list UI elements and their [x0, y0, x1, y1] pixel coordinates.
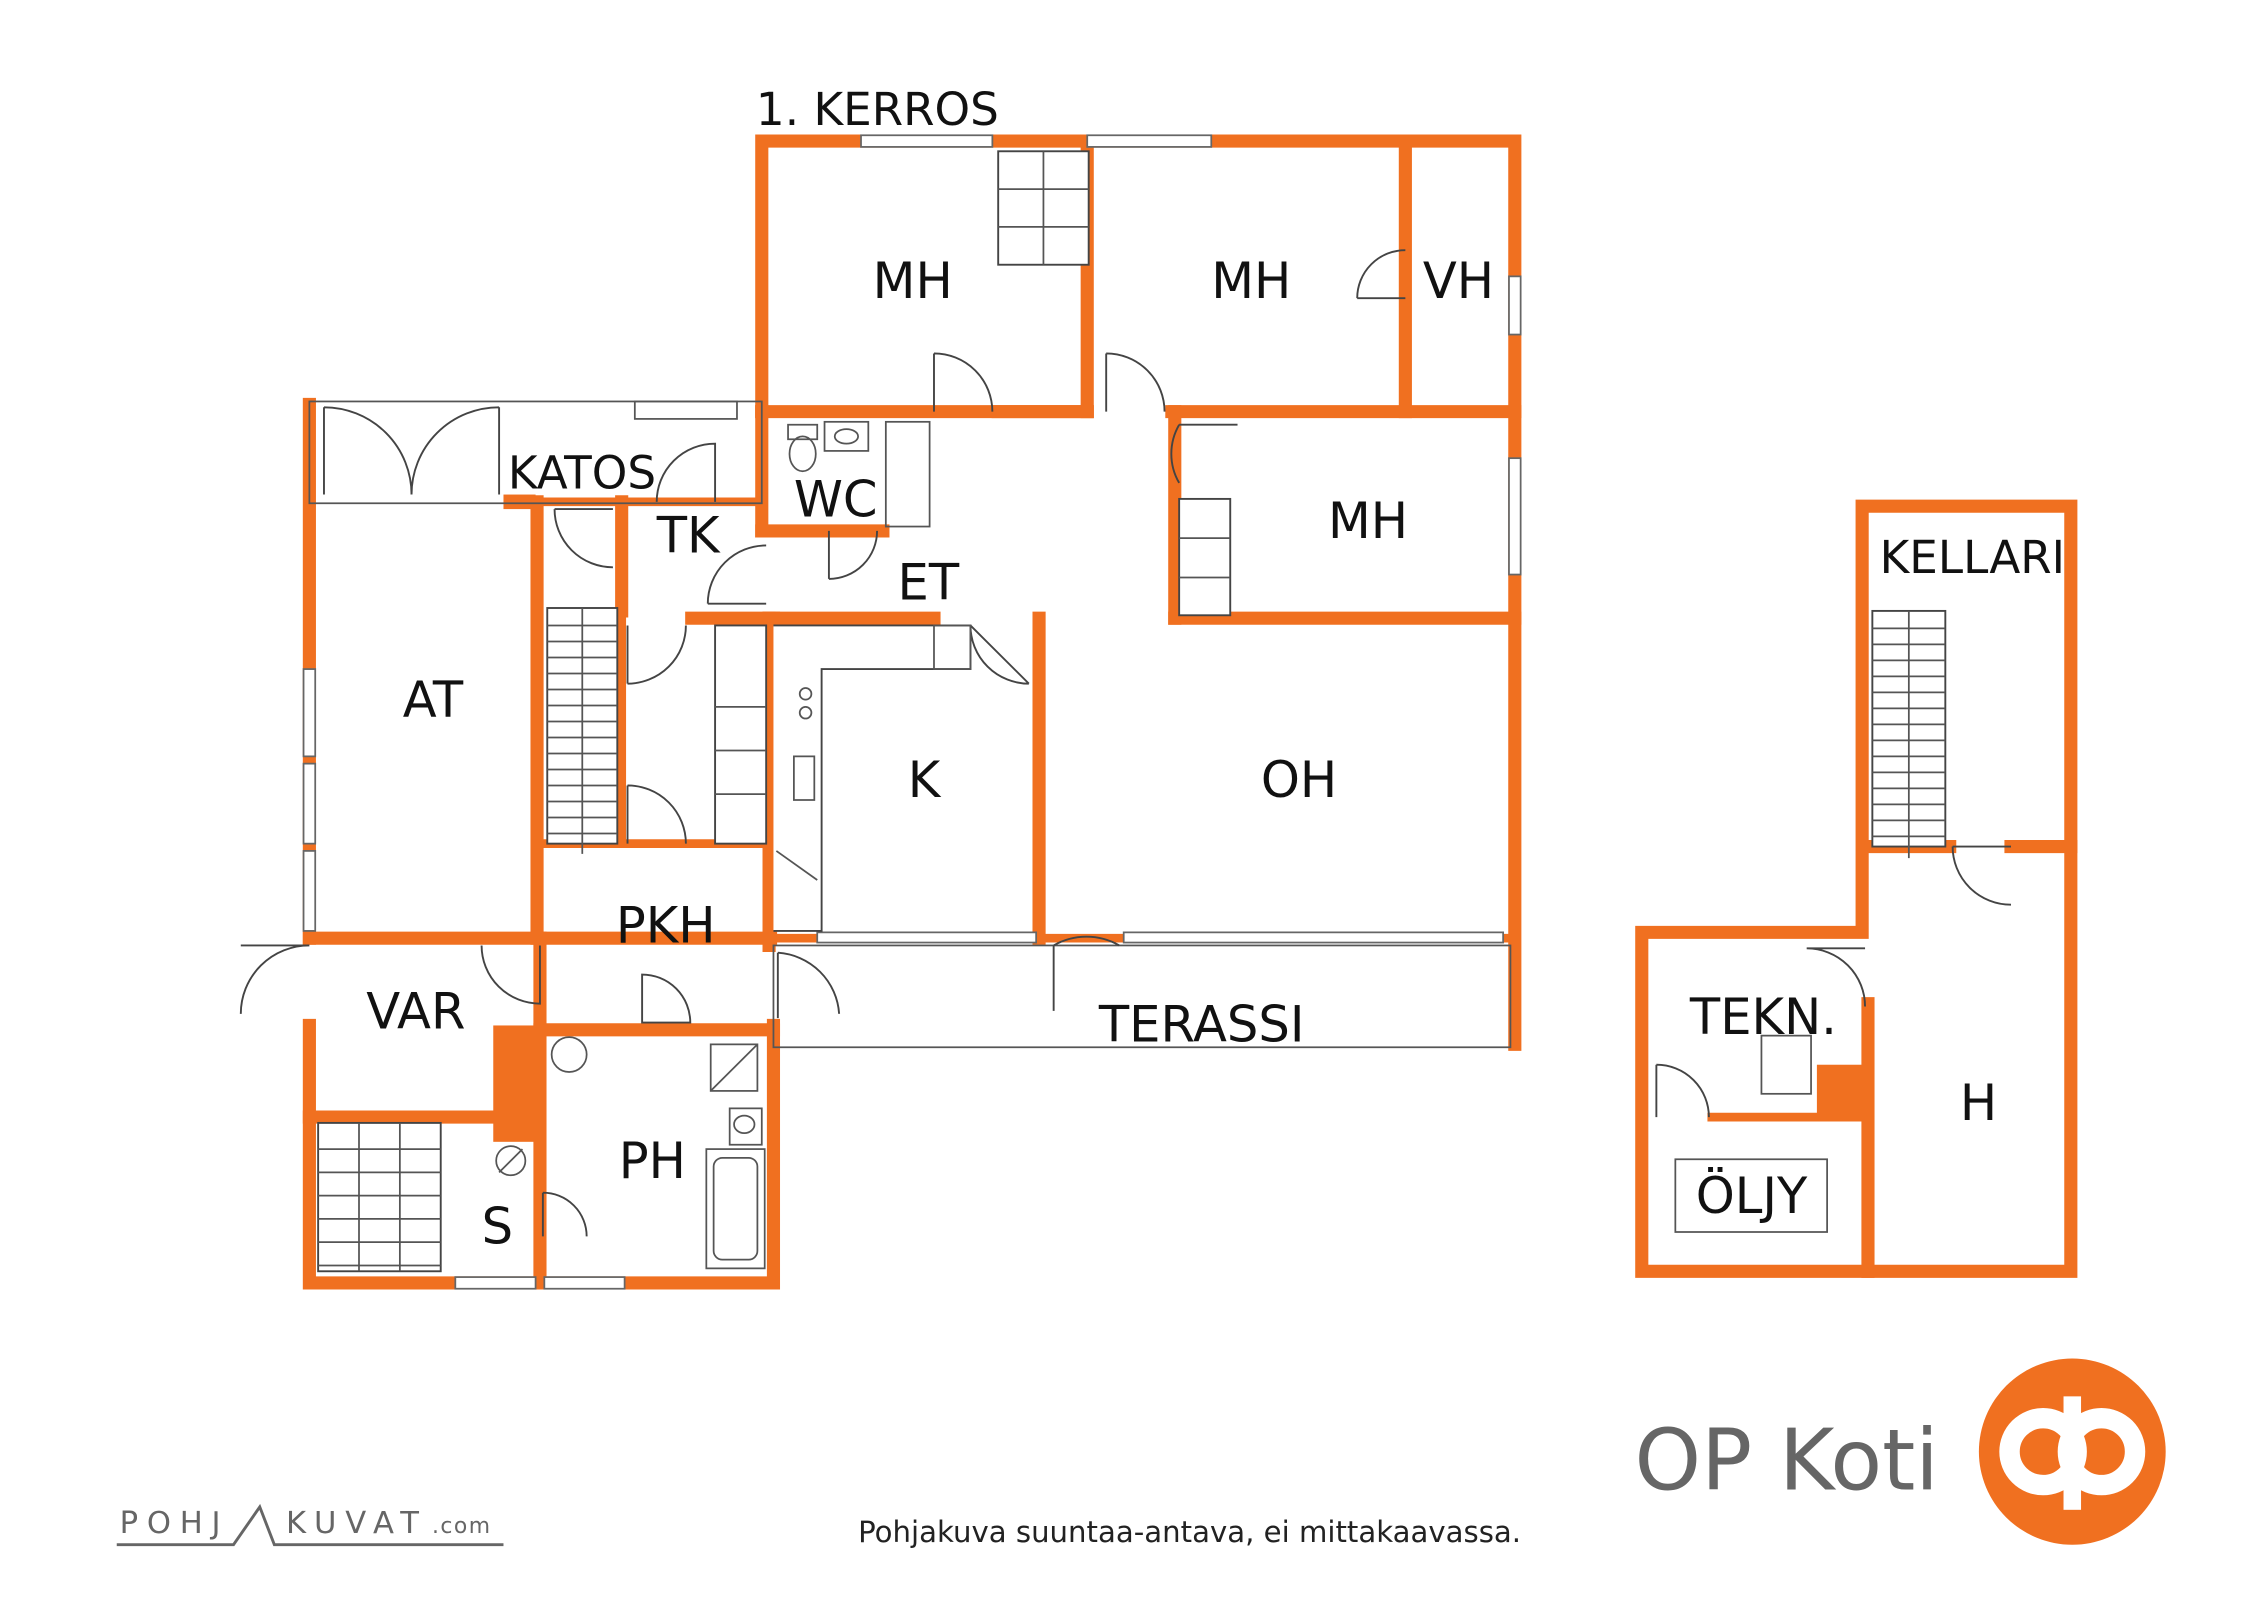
footer: POHJ KUVAT .com Pohjakuva suuntaa-antava… — [116, 1358, 2166, 1549]
room-vh: VH — [1423, 252, 1494, 310]
room-ph: PH — [619, 1132, 686, 1190]
room-tekn: TEKN. — [1689, 988, 1837, 1046]
doors — [239, 249, 1406, 1237]
room-oljy: ÖLJY — [1696, 1167, 1808, 1225]
room-wc: WC — [794, 470, 878, 528]
room-et: ET — [898, 553, 960, 611]
floor-title: 1. KERROS — [756, 83, 999, 136]
room-var: VAR — [366, 982, 465, 1040]
room-s: S — [482, 1198, 513, 1256]
windows — [302, 134, 1522, 1290]
pohjakuvat-left: POHJ — [120, 1506, 230, 1541]
brand-name: OP Koti — [1634, 1412, 1938, 1510]
fixtures — [317, 150, 1232, 1273]
disclaimer: Pohjakuva suuntaa-antava, ei mittakaavas… — [858, 1515, 1521, 1549]
main-floor-walls — [302, 134, 1522, 1290]
room-at: AT — [403, 671, 464, 729]
room-tk: TK — [656, 507, 721, 565]
pohjakuvat-swoosh — [116, 1503, 504, 1547]
room-labels: 1. KERROS MH MH VH MH KATOS TK WC ET AT … — [366, 83, 2065, 1255]
room-kellari: KELLARI — [1880, 531, 2065, 584]
room-mh-2: MH — [1211, 252, 1291, 310]
room-oh: OH — [1261, 751, 1337, 809]
room-terassi: TERASSI — [1098, 996, 1305, 1054]
pohjakuvat-suffix: .com — [432, 1514, 492, 1539]
pohjakuvat-right: KUVAT — [286, 1506, 428, 1541]
room-h: H — [1960, 1074, 1997, 1132]
room-pkh: PKH — [616, 897, 716, 955]
room-katos: KATOS — [508, 447, 656, 500]
room-mh-1: MH — [873, 252, 953, 310]
op-logo-icon — [1978, 1358, 2166, 1545]
room-mh-3: MH — [1328, 492, 1408, 550]
room-k: K — [908, 751, 942, 809]
basement-walls — [1635, 499, 2078, 1278]
